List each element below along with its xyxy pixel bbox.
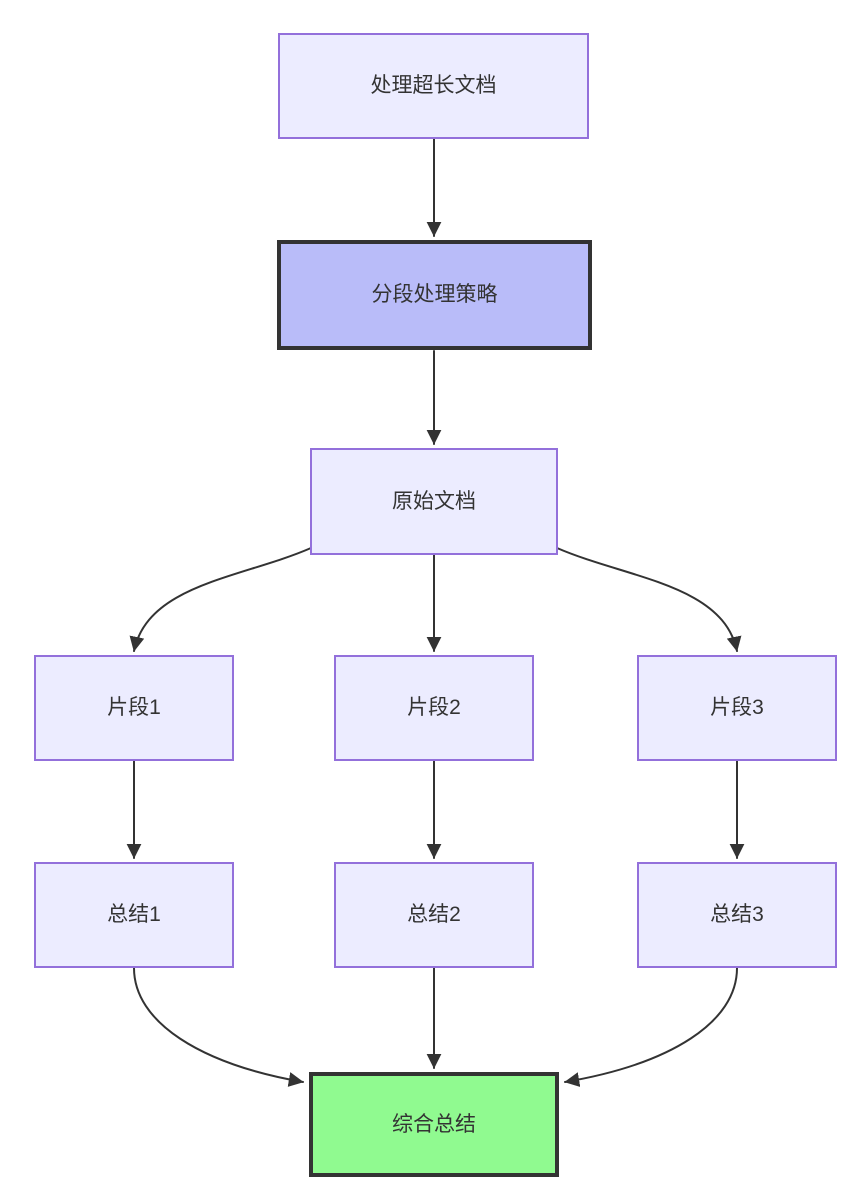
node-label: 处理超长文档	[370, 74, 497, 98]
node-label: 原始文档	[392, 489, 476, 513]
node-label: 综合总结	[392, 1112, 476, 1136]
edge-summary-1-to-final-summary	[133, 967, 304, 1087]
node-process-long-document: 处理超长文档	[278, 33, 589, 139]
node-original-document: 原始文档	[310, 448, 558, 555]
node-summary-2: 总结2	[334, 862, 534, 968]
node-final-summary: 综合总结	[309, 1072, 559, 1177]
node-fragment-2: 片段2	[334, 655, 534, 761]
node-label: 分段处理策略	[371, 283, 498, 307]
node-summary-1: 总结1	[34, 862, 234, 968]
node-label: 片段2	[407, 696, 461, 720]
node-label: 总结3	[710, 903, 764, 927]
node-summary-3: 总结3	[637, 862, 837, 968]
node-fragment-3: 片段3	[637, 655, 837, 761]
node-label: 总结1	[107, 903, 161, 927]
edge-summary-3-to-final-summary	[564, 967, 738, 1088]
node-label: 片段1	[107, 696, 161, 720]
node-label: 总结2	[407, 903, 461, 927]
node-label: 片段3	[710, 696, 764, 720]
node-segmentation-strategy: 分段处理策略	[277, 240, 592, 350]
edge-original-doc-to-fragment-1	[129, 547, 312, 652]
edge-original-doc-to-fragment-3	[556, 547, 742, 652]
node-fragment-1: 片段1	[34, 655, 234, 761]
